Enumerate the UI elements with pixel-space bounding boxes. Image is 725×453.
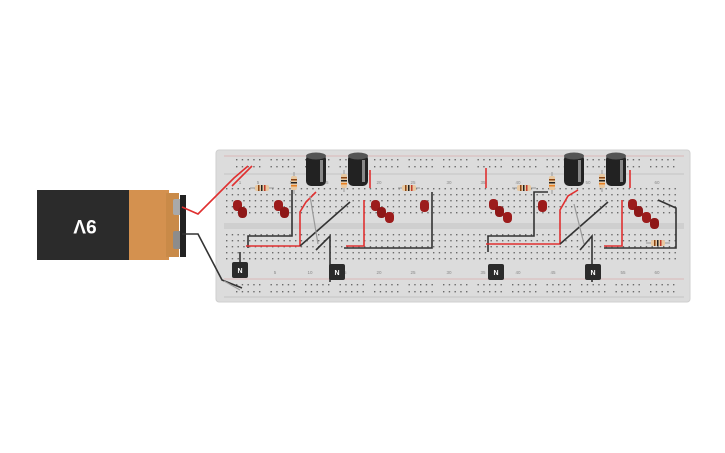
resistors[interactable]: [250, 170, 670, 246]
resistor[interactable]: [646, 240, 670, 246]
wire-black-battery[interactable]: [182, 233, 243, 289]
transistor-label: N: [590, 270, 595, 277]
col-num-top: 15: [323, 180, 329, 185]
battery-9v[interactable]: 9V: [37, 190, 186, 260]
col-num-bottom: 25: [410, 270, 416, 275]
col-num-top: 25: [410, 180, 416, 185]
led[interactable]: [503, 212, 512, 223]
led[interactable]: [634, 206, 643, 217]
col-num-top: 60: [654, 180, 660, 185]
wire-black[interactable]: [344, 192, 433, 249]
wire-black[interactable]: [604, 199, 677, 249]
wire-red-battery[interactable]: [181, 165, 249, 215]
center-channel: [224, 223, 684, 229]
wire-red-battery-2[interactable]: [231, 165, 253, 187]
col-num-top: 30: [446, 180, 452, 185]
resistor[interactable]: [599, 170, 605, 192]
capacitor[interactable]: [606, 152, 626, 187]
wire-black[interactable]: [559, 201, 609, 245]
battery-wires[interactable]: [181, 165, 253, 291]
transistor-label: N: [237, 268, 242, 275]
transistor[interactable]: N: [232, 262, 248, 278]
led[interactable]: [628, 199, 637, 210]
col-num-bottom: 10: [307, 270, 313, 275]
wire-gray-battery[interactable]: [223, 280, 241, 291]
led[interactable]: [495, 206, 504, 217]
transistor-label: N: [334, 270, 339, 277]
capacitor[interactable]: [306, 152, 326, 187]
col-num-top: 1: [239, 180, 242, 185]
col-num-bottom: 30: [446, 270, 452, 275]
led[interactable]: [371, 200, 380, 211]
resistor[interactable]: [250, 185, 274, 191]
resistor[interactable]: [291, 172, 297, 194]
col-num-bottom: 55: [620, 270, 626, 275]
led[interactable]: [385, 212, 394, 223]
battery-label: 9V: [73, 215, 97, 236]
wire-gray[interactable]: [309, 195, 319, 245]
resistor[interactable]: [341, 170, 347, 192]
led[interactable]: [377, 207, 386, 218]
resistor[interactable]: [512, 185, 536, 191]
led[interactable]: [489, 199, 498, 210]
transistor[interactable]: N: [585, 264, 601, 280]
capacitor[interactable]: [564, 152, 584, 187]
led[interactable]: [538, 200, 547, 212]
col-num-bottom: 35: [480, 270, 486, 275]
col-num-bottom: 5: [274, 270, 277, 275]
resistor[interactable]: [549, 172, 555, 194]
wire-black[interactable]: [487, 191, 548, 252]
col-num-top: 5: [257, 180, 260, 185]
battery-connector: [180, 195, 186, 257]
led[interactable]: [280, 207, 289, 218]
wire-black[interactable]: [247, 190, 293, 248]
leds[interactable]: [233, 199, 659, 229]
col-num-bottom: 20: [376, 270, 382, 275]
col-num-bottom: 40: [515, 270, 521, 275]
col-num-top: 35: [480, 180, 486, 185]
led[interactable]: [274, 200, 283, 211]
resistor[interactable]: [398, 185, 420, 191]
led[interactable]: [420, 200, 429, 212]
capacitor[interactable]: [348, 152, 368, 187]
col-num-top: 50: [585, 180, 591, 185]
breadboard-holes: [226, 159, 676, 293]
wire-black[interactable]: [299, 201, 351, 247]
wire-red[interactable]: [346, 200, 365, 247]
capacitors[interactable]: [306, 152, 626, 187]
battery-band: [129, 190, 169, 260]
wire-gray[interactable]: [573, 203, 585, 245]
transistor-label: N: [493, 270, 498, 277]
led[interactable]: [238, 207, 247, 218]
transistors[interactable]: N N N N: [232, 262, 601, 280]
col-num-bottom: 45: [550, 270, 556, 275]
battery-terminal-negative[interactable]: [173, 231, 182, 249]
wire-red[interactable]: [486, 189, 579, 245]
led[interactable]: [642, 212, 651, 223]
led[interactable]: [650, 218, 659, 229]
col-num-top: 20: [376, 180, 382, 185]
wire-red[interactable]: [246, 191, 317, 247]
wire-red[interactable]: [604, 200, 623, 247]
battery-terminal-positive[interactable]: [173, 199, 182, 215]
transistor[interactable]: N: [329, 264, 345, 280]
col-num-bottom: 60: [654, 270, 660, 275]
transistor[interactable]: N: [488, 264, 504, 280]
col-num-top: 40: [515, 180, 521, 185]
